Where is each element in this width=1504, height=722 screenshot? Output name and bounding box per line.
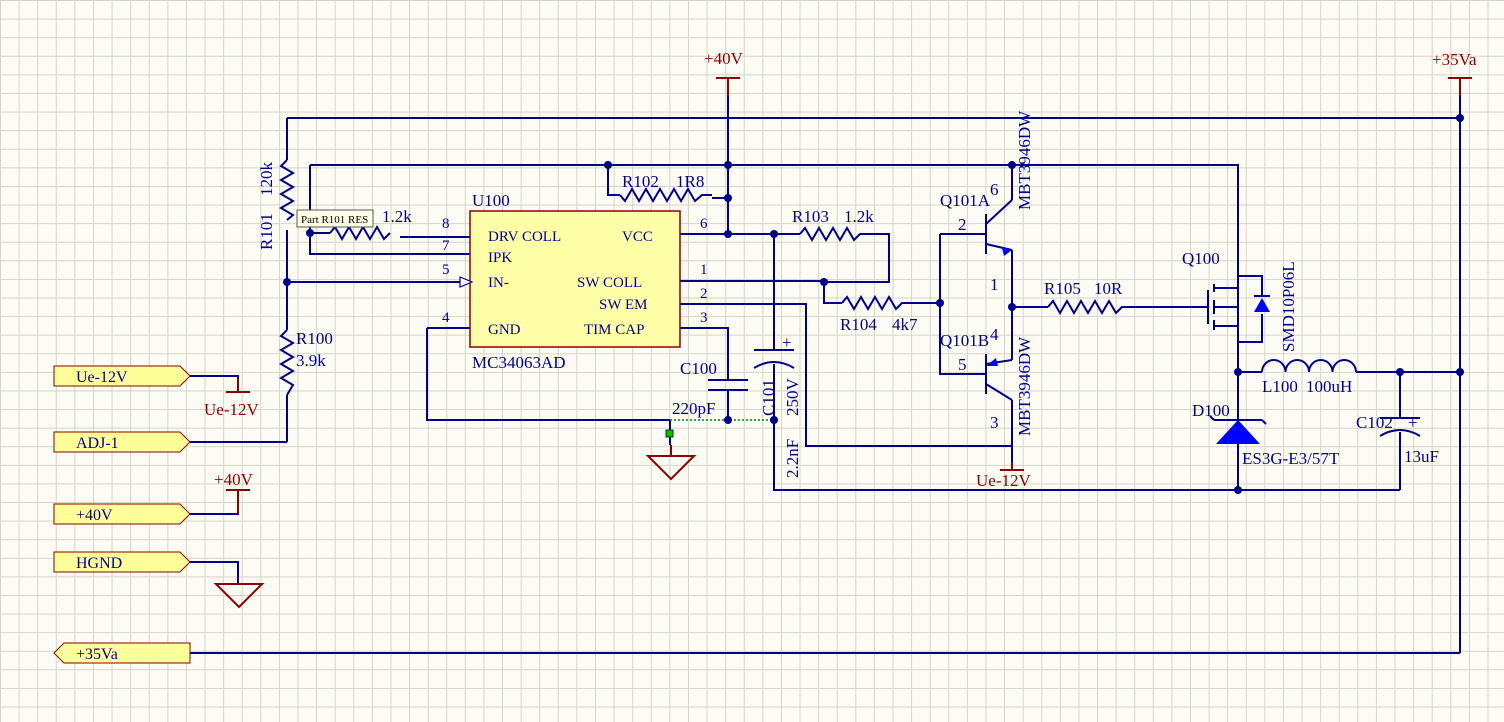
svg-text:+: +: [782, 333, 792, 352]
svg-text:2: 2: [700, 286, 708, 302]
svg-text:13uF: 13uF: [1404, 447, 1439, 466]
svg-text:L100: L100: [1262, 377, 1298, 396]
svg-text:+40V: +40V: [214, 470, 254, 489]
svg-text:5: 5: [442, 262, 450, 278]
svg-text:4: 4: [442, 310, 450, 326]
svg-text:120k: 120k: [257, 162, 276, 197]
tooltip-part-r101: Part R101 RES: [296, 209, 374, 228]
svg-text:6: 6: [700, 216, 708, 232]
port-40v[interactable]: +40V: [53, 503, 191, 525]
svg-text:6: 6: [990, 180, 999, 199]
inductor-l100[interactable]: L100 100uH: [1261, 359, 1357, 396]
svg-text:ES3G-E3/57T: ES3G-E3/57T: [1242, 449, 1340, 468]
svg-text:8: 8: [442, 216, 450, 232]
power-ue12v-left[interactable]: Ue-12V: [204, 378, 259, 419]
svg-text:4: 4: [990, 325, 999, 344]
resistor-r102[interactable]: R102 1R8: [619, 172, 712, 203]
ground-ic[interactable]: [645, 445, 697, 481]
port-hgnd[interactable]: HGND: [53, 551, 191, 573]
svg-text:R105: R105: [1044, 279, 1081, 298]
resistor-r100[interactable]: R100 3.9k: [279, 329, 333, 396]
ic-u100[interactable]: U100 MC34063AD DRV COLL IPK IN- GND VCC …: [442, 191, 708, 372]
svg-text:SW COLL: SW COLL: [577, 275, 642, 291]
svg-text:Ue-12V: Ue-12V: [204, 400, 259, 419]
svg-text:1: 1: [990, 275, 999, 294]
resistor-r105[interactable]: R105 10R: [1044, 279, 1132, 315]
svg-text:C100: C100: [680, 359, 717, 378]
svg-text:1.2k: 1.2k: [844, 207, 874, 226]
svg-text:GND: GND: [488, 322, 521, 338]
svg-text:1: 1: [700, 262, 708, 278]
svg-text:+: +: [1408, 413, 1418, 432]
svg-text:Part R101 RES: Part R101 RES: [301, 214, 368, 226]
svg-text:IPK: IPK: [488, 250, 512, 266]
svg-text:220pF: 220pF: [672, 399, 715, 418]
diode-d100[interactable]: D100 ES3G-E3/57T: [1192, 401, 1340, 468]
svg-text:VCC: VCC: [622, 229, 653, 245]
ground-hgnd[interactable]: [213, 583, 265, 609]
svg-text:2: 2: [958, 215, 967, 234]
resistor-r101[interactable]: R101 120k: [257, 159, 295, 250]
svg-text:R101: R101: [257, 213, 276, 250]
wires: [190, 78, 1461, 654]
svg-text:SMD10P06L: SMD10P06L: [1279, 261, 1298, 352]
svg-text:10R: 10R: [1094, 279, 1123, 298]
capacitor-c101[interactable]: + C101 250V 2.2nF: [753, 333, 802, 478]
svg-text:1R8: 1R8: [676, 172, 704, 191]
svg-text:4k7: 4k7: [892, 315, 918, 334]
mosfet-q100[interactable]: Q100 SMD10P06L: [1182, 249, 1298, 352]
svg-text:MC34063AD: MC34063AD: [472, 353, 566, 372]
junctions: [283, 114, 1464, 494]
svg-text:1.2k: 1.2k: [382, 207, 412, 226]
svg-text:ADJ-1: ADJ-1: [76, 435, 119, 452]
svg-text:MBT3946DW: MBT3946DW: [1015, 336, 1034, 436]
svg-text:7: 7: [442, 238, 450, 254]
svg-text:R103: R103: [792, 207, 829, 226]
svg-text:R100: R100: [296, 329, 333, 348]
svg-text:Q101A: Q101A: [940, 191, 991, 210]
svg-text:+35Va: +35Va: [1432, 50, 1477, 69]
svg-text:Q100: Q100: [1182, 249, 1220, 268]
svg-text:C101: C101: [759, 379, 778, 416]
svg-text:3: 3: [990, 413, 999, 432]
svg-text:MBT3946DW: MBT3946DW: [1015, 110, 1034, 210]
power-40v-top[interactable]: +40V: [704, 49, 744, 96]
transistor-q101b[interactable]: Q101B 5 MBT3946DW 4 3: [940, 325, 1034, 436]
svg-text:U100: U100: [472, 191, 510, 210]
svg-text:D100: D100: [1192, 401, 1230, 420]
transistor-q101a[interactable]: Q101A 2 MBT3946DW 6 1: [940, 110, 1034, 294]
svg-text:C102: C102: [1356, 413, 1393, 432]
svg-text:DRV COLL: DRV COLL: [488, 229, 561, 245]
capacitor-c100[interactable]: C100 220pF: [672, 359, 748, 418]
svg-text:+40V: +40V: [76, 507, 113, 524]
svg-text:2.2nF: 2.2nF: [783, 439, 802, 478]
svg-text:100uH: 100uH: [1306, 377, 1352, 396]
svg-text:+35Va: +35Va: [76, 646, 118, 663]
svg-text:Q101B: Q101B: [940, 331, 989, 350]
svg-text:TIM CAP: TIM CAP: [584, 322, 644, 338]
resistor-r103[interactable]: R103 1.2k: [792, 207, 874, 242]
resistor-r104[interactable]: R104 4k7: [840, 295, 918, 334]
power-35va-top[interactable]: +35Va: [1432, 50, 1477, 96]
svg-text:SW EM: SW EM: [599, 297, 647, 313]
capacitor-c102[interactable]: + C102 13uF: [1356, 413, 1439, 466]
svg-text:3: 3: [700, 310, 708, 326]
port-ue12v[interactable]: Ue-12V: [53, 365, 191, 387]
svg-text:Ue-12V: Ue-12V: [976, 471, 1031, 490]
svg-text:R102: R102: [622, 172, 659, 191]
power-ue12v-bottom[interactable]: Ue-12V: [976, 462, 1031, 490]
svg-text:5: 5: [958, 355, 967, 374]
svg-text:3.9k: 3.9k: [296, 351, 326, 370]
svg-text:IN-: IN-: [488, 275, 509, 291]
port-adj1[interactable]: ADJ-1: [53, 431, 191, 453]
port-35va[interactable]: +35Va: [53, 642, 191, 664]
svg-text:250V: 250V: [783, 378, 802, 417]
svg-text:Ue-12V: Ue-12V: [76, 369, 128, 386]
power-40v-left[interactable]: +40V: [214, 470, 254, 514]
svg-text:+40V: +40V: [704, 49, 744, 68]
svg-text:R104: R104: [840, 315, 877, 334]
svg-text:HGND: HGND: [76, 555, 122, 572]
